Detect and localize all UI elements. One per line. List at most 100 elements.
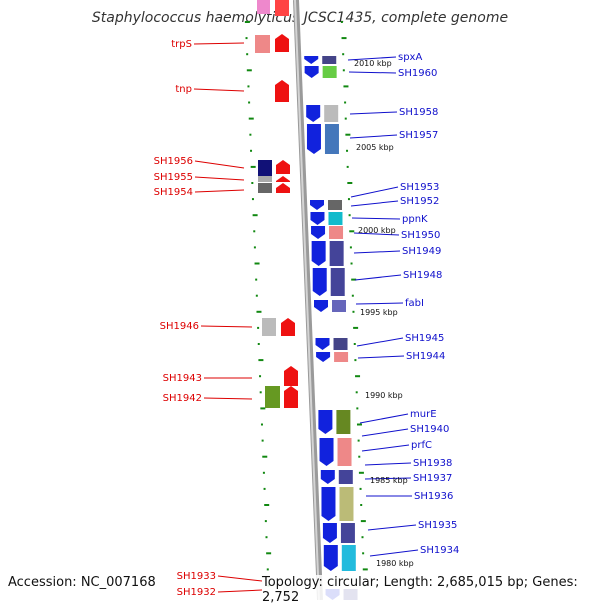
leader-line [349, 134, 398, 139]
leader-line [367, 524, 417, 531]
gene-block [275, 80, 289, 102]
gene-label-sh1937: SH1937 [413, 473, 452, 484]
gene-block [262, 318, 276, 336]
leader-line [200, 325, 253, 328]
gene-arrow [320, 470, 335, 484]
gene-block [276, 183, 290, 193]
gene-label-sh1957: SH1957 [399, 130, 438, 141]
gene-label-fabi: fabI [405, 298, 424, 309]
gene-label-sh1940: SH1940 [410, 424, 449, 435]
gene-arrow [314, 300, 328, 312]
leader-line [194, 176, 245, 181]
gene-block [341, 545, 356, 571]
gene-arrow [311, 241, 326, 266]
leader-line [347, 56, 397, 61]
gene-label-sh1949: SH1949 [402, 246, 441, 257]
gene-label-sh1950: SH1950 [401, 230, 440, 241]
gene-block [275, 34, 289, 52]
map-title: Staphylococcus haemolyticus JCSC1435, co… [91, 10, 509, 26]
gene-block [258, 183, 272, 193]
kbp-label: 2010 kbp [354, 59, 392, 68]
gene-block [340, 523, 355, 543]
leader-line [193, 42, 245, 45]
gene-arrow [323, 545, 338, 571]
gene-label-sh1945: SH1945 [405, 333, 444, 344]
gene-label-spxa: spxA [398, 52, 422, 63]
gene-block [284, 366, 298, 386]
leader-line [350, 186, 399, 198]
gene-block [281, 318, 295, 336]
gene-arrow [304, 66, 319, 78]
gene-label-sh1952: SH1952 [400, 196, 439, 207]
leader-line [364, 462, 412, 466]
kbp-label: 2005 kbp [356, 143, 394, 152]
gene-label-sh1954: SH1954 [154, 187, 193, 198]
gene-arrow [311, 226, 326, 239]
gene-label-ppnk: ppnK [402, 214, 428, 225]
gene-block [324, 105, 339, 122]
gene-label-mure: murE [410, 409, 437, 420]
gene-label-sh1942: SH1942 [163, 393, 202, 404]
leader-line [355, 302, 404, 305]
leader-line [349, 111, 398, 115]
leader-line [369, 549, 419, 557]
leader-line [356, 337, 404, 347]
accession-label: Accession: NC_007168 [8, 575, 156, 590]
gene-block [338, 470, 353, 484]
gene-arrow [322, 523, 337, 543]
gene-arrow [306, 124, 321, 154]
leader-line [217, 589, 263, 593]
gene-block [322, 56, 337, 64]
kbp-label: 1980 kbp [376, 559, 414, 568]
genome-backbone-highlight [294, 0, 320, 600]
gene-arrow [310, 212, 325, 225]
gene-label-tnp: tnp [175, 84, 192, 95]
leader-line [353, 250, 401, 254]
gene-block [329, 241, 344, 266]
leader-line [361, 444, 410, 452]
leader-line [203, 397, 253, 400]
leader-line [217, 575, 263, 582]
gene-block [258, 176, 272, 182]
gene-arrow [319, 438, 334, 466]
gene-label-sh1934: SH1934 [420, 545, 459, 556]
gene-block [329, 226, 344, 239]
gene-label-sh1933: SH1933 [177, 571, 216, 582]
leader-line [193, 88, 245, 92]
leader-line [351, 217, 401, 220]
gene-arrow [310, 200, 324, 210]
gene-arrow [316, 352, 331, 362]
gene-block [336, 410, 351, 434]
gene-label-sh1936: SH1936 [414, 491, 453, 502]
gene-block [255, 35, 270, 53]
gene-block [337, 438, 352, 466]
gene-label-sh1938: SH1938 [413, 458, 452, 469]
gene-label-sh1932: SH1932 [177, 587, 216, 598]
leader-line [354, 274, 402, 281]
gene-block [275, 0, 289, 16]
gene-block [334, 352, 349, 362]
gene-arrow [318, 410, 333, 434]
gene-label-sh1956: SH1956 [154, 156, 193, 167]
gene-label-sh1948: SH1948 [403, 270, 442, 281]
gene-arrow [321, 487, 336, 521]
gene-block [257, 0, 270, 14]
gene-block [322, 66, 337, 78]
gene-block [276, 160, 290, 174]
genome-summary: Topology: circular; Length: 2,685,015 bp… [262, 575, 600, 605]
kbp-label: 2000 kbp [358, 226, 396, 235]
gene-label-prfc: prfC [411, 440, 432, 451]
leader-line [359, 413, 409, 424]
gene-block [339, 487, 354, 521]
gene-label-trps: trpS [171, 39, 192, 50]
gene-label-sh1955: SH1955 [154, 172, 193, 183]
gene-block [332, 300, 346, 312]
leader-line [364, 477, 412, 480]
kbp-label: 1985 kbp [370, 476, 408, 485]
gene-arrow [304, 56, 319, 64]
gene-block [265, 386, 280, 408]
gene-block [258, 160, 272, 176]
leader-line [353, 232, 400, 236]
